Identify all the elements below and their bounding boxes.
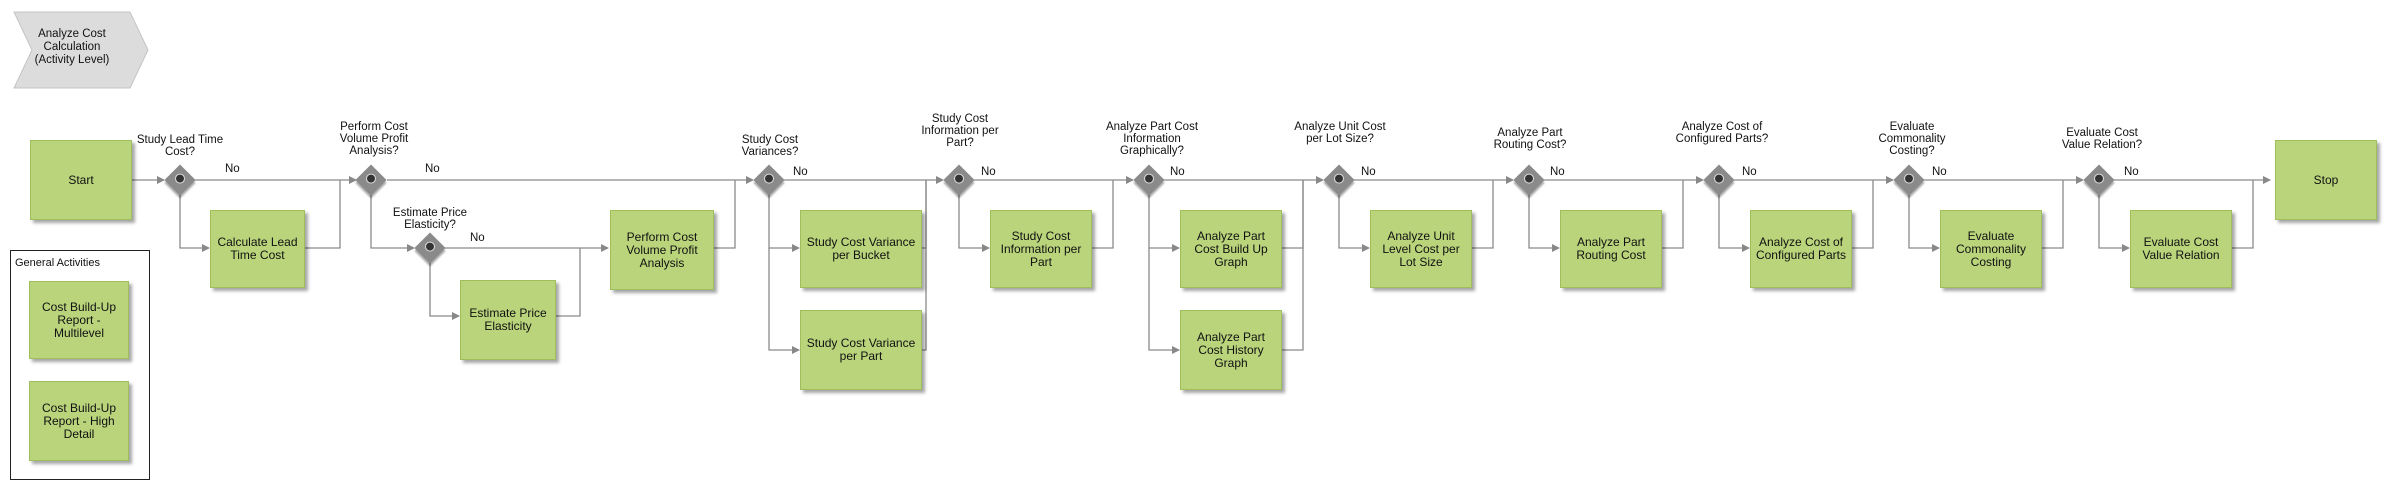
activity-cost-of-configured-parts[interactable]: Analyze Cost of Configured Parts bbox=[1750, 210, 1852, 288]
no-label: No bbox=[1550, 166, 1565, 178]
gateway-label: Analyze Part Routing Cost? bbox=[1493, 127, 1567, 151]
start-label: Start bbox=[68, 172, 94, 187]
activity-cost-info-per-part[interactable]: Study Cost Information per Part bbox=[990, 210, 1092, 288]
activity-cost-variance-per-part[interactable]: Study Cost Variance per Part bbox=[800, 310, 922, 390]
activity-label: Perform Cost Volume Profit Analysis bbox=[626, 229, 698, 270]
legend-cost-build-up-multilevel[interactable]: Cost Build-Up Report - Multilevel bbox=[29, 281, 129, 359]
activity-label: Cost Build-Up Report - High Detail bbox=[41, 400, 117, 441]
legend-title: General Activities bbox=[15, 257, 100, 269]
activity-label: Cost Build-Up Report - Multilevel bbox=[41, 299, 117, 340]
gateway-label: Perform Cost Volume Profit Analysis? bbox=[339, 121, 409, 157]
activity-label: Analyze Cost of Configured Parts bbox=[1755, 235, 1847, 262]
activity-label: Study Cost Variance per Part bbox=[806, 336, 916, 363]
stop-label: Stop bbox=[2313, 172, 2339, 187]
start-event[interactable]: Start bbox=[30, 140, 132, 220]
activity-cost-variance-per-bucket[interactable]: Study Cost Variance per Bucket bbox=[800, 210, 922, 288]
gateway-label: Study Lead Time Cost? bbox=[136, 134, 224, 158]
gateway-label: Analyze Cost of Configured Parts? bbox=[1675, 121, 1769, 145]
activity-unit-level-cost-per-lot[interactable]: Analyze Unit Level Cost per Lot Size bbox=[1370, 210, 1472, 288]
no-label: No bbox=[1170, 166, 1185, 178]
gateway-label: Evaluate Commonality Costing? bbox=[1878, 121, 1946, 157]
activity-estimate-price-elasticity[interactable]: Estimate Price Elasticity bbox=[460, 280, 556, 360]
activity-perform-cvp-analysis[interactable]: Perform Cost Volume Profit Analysis bbox=[610, 210, 714, 290]
activity-calculate-lead-time-cost[interactable]: Calculate Lead Time Cost bbox=[210, 210, 305, 288]
activity-part-cost-build-up-graph[interactable]: Analyze Part Cost Build Up Graph bbox=[1180, 210, 1282, 288]
no-label: No bbox=[793, 166, 808, 178]
activity-commonality-costing[interactable]: Evaluate Commonality Costing bbox=[1940, 210, 2042, 288]
no-label: No bbox=[1361, 166, 1376, 178]
activity-part-cost-history-graph[interactable]: Analyze Part Cost History Graph bbox=[1180, 310, 1282, 390]
activity-part-routing-cost[interactable]: Analyze Part Routing Cost bbox=[1560, 210, 1662, 288]
activity-label: Estimate Price Elasticity bbox=[469, 306, 547, 333]
header-title: Analyze Cost Calculation (Activity Level… bbox=[34, 28, 110, 66]
activity-cost-value-relation[interactable]: Evaluate Cost Value Relation bbox=[2130, 210, 2232, 288]
activity-label: Analyze Part Cost Build Up Graph bbox=[1194, 228, 1268, 269]
no-label: No bbox=[225, 163, 240, 175]
activity-label: Analyze Unit Level Cost per Lot Size bbox=[1382, 228, 1460, 269]
gateway-label: Evaluate Cost Value Relation? bbox=[2061, 127, 2143, 151]
gateway-label: Analyze Unit Cost per Lot Size? bbox=[1294, 121, 1386, 145]
no-label: No bbox=[2124, 166, 2139, 178]
activity-label: Study Cost Variance per Bucket bbox=[806, 235, 916, 262]
stop-event[interactable]: Stop bbox=[2275, 140, 2377, 220]
legend-cost-build-up-high-detail[interactable]: Cost Build-Up Report - High Detail bbox=[29, 381, 129, 461]
activity-label: Evaluate Commonality Costing bbox=[1955, 228, 2027, 269]
header-shape bbox=[13, 11, 149, 89]
process-header: Analyze Cost Calculation (Activity Level… bbox=[12, 10, 150, 89]
activity-label: Evaluate Cost Value Relation bbox=[2142, 235, 2220, 262]
activity-label: Study Cost Information per Part bbox=[1000, 228, 1082, 269]
activity-label: Calculate Lead Time Cost bbox=[217, 235, 298, 262]
no-label: No bbox=[425, 163, 440, 175]
no-label: No bbox=[1742, 166, 1757, 178]
general-activities-legend: General Activities Cost Build-Up Report … bbox=[10, 250, 150, 480]
activity-label: Analyze Part Cost History Graph bbox=[1196, 329, 1266, 370]
no-label: No bbox=[1932, 166, 1947, 178]
no-label: No bbox=[981, 166, 996, 178]
gateway-label: Study Cost Variances? bbox=[741, 134, 799, 158]
activity-label: Analyze Part Routing Cost bbox=[1576, 235, 1646, 262]
no-label: No bbox=[470, 232, 485, 244]
gateway-label: Analyze Part Cost Information Graphicall… bbox=[1105, 121, 1199, 157]
gateway-label: Estimate Price Elasticity? bbox=[392, 207, 468, 231]
gateway-label: Study Cost Information per Part? bbox=[921, 113, 999, 149]
